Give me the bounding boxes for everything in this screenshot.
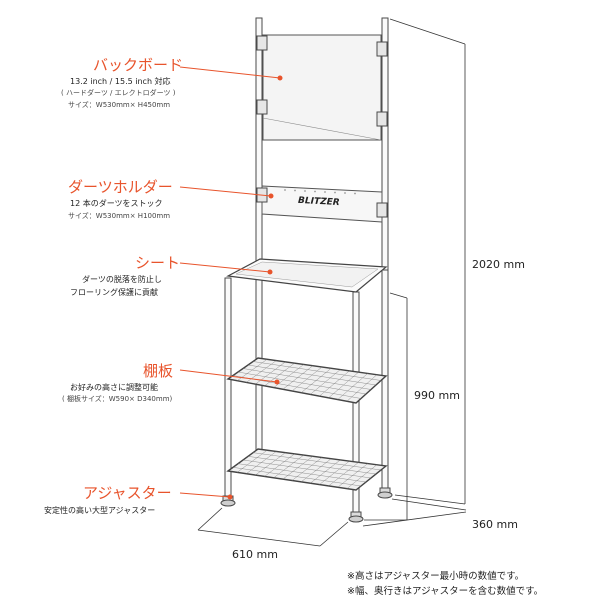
shelf-wire [237, 463, 367, 483]
callout-leaders [179, 66, 281, 498]
callout-adjuster-title: アジャスター [83, 484, 172, 502]
brand-logo: BLITZER [297, 195, 340, 209]
callout-backboard-line3: サイズ：W530mm× H450mm [68, 101, 171, 109]
dim-depth: 360 mm [472, 518, 518, 531]
dim-shelf-height: 990 mm [414, 389, 460, 402]
shelf-wire [232, 467, 362, 487]
shelf-wire [247, 364, 377, 386]
callout-sheet-line1: ダーツの脱落を防止し [82, 275, 162, 284]
back-pole-left [255, 17, 263, 271]
note-height: ※高さはアジャスター最小時の数値です。 [347, 571, 525, 582]
shelf-wire [247, 456, 377, 475]
shelf-wire [242, 368, 372, 390]
dim-total-height: 2020 mm [472, 258, 525, 271]
bottom-shelf [226, 448, 388, 491]
top-shelf-with-sheet [226, 258, 388, 293]
dart-holes [284, 189, 356, 195]
dimension-lines [197, 18, 467, 547]
dim-width: 610 mm [232, 548, 278, 561]
callout-shelf-line1: お好みの高さに調整可能 [70, 383, 158, 392]
callout-dart-holder-title: ダーツホルダー [68, 178, 173, 196]
shelf-wire [252, 452, 382, 471]
shelf-wire [237, 371, 367, 395]
callout-backboard-title: バックボード [93, 56, 184, 74]
shelf-wire [252, 361, 382, 381]
callout-shelf-title: 棚板 [143, 362, 174, 380]
callout-adjuster-line1: 安定性の高い大型アジャスター [44, 506, 156, 515]
note-width-depth: ※幅、奥行きはアジャスターを含む数値です。 [347, 586, 544, 597]
backboard-panel [256, 34, 388, 141]
adjusters [220, 487, 393, 523]
callout-backboard-line1: 13.2 inch / 15.5 inch 対応 [70, 77, 171, 86]
shelf-wire [242, 459, 372, 479]
callout-sheet-title: シート [135, 254, 181, 272]
front-pole-left [224, 277, 232, 497]
middle-shelf [226, 357, 388, 404]
callout-backboard-line2: ( ハードダーツ / エレクトロダーツ ) [61, 89, 176, 97]
callout-dart-holder-line1: 12 本のダーツをストック [70, 199, 163, 208]
callout-sheet-line2: フローリング保護に貢献 [70, 288, 158, 297]
callout-dart-holder-line2: サイズ：W530mm× H100mm [68, 212, 171, 220]
callout-shelf-line2: ( 棚板サイズ：W590× D340mm) [62, 395, 173, 403]
